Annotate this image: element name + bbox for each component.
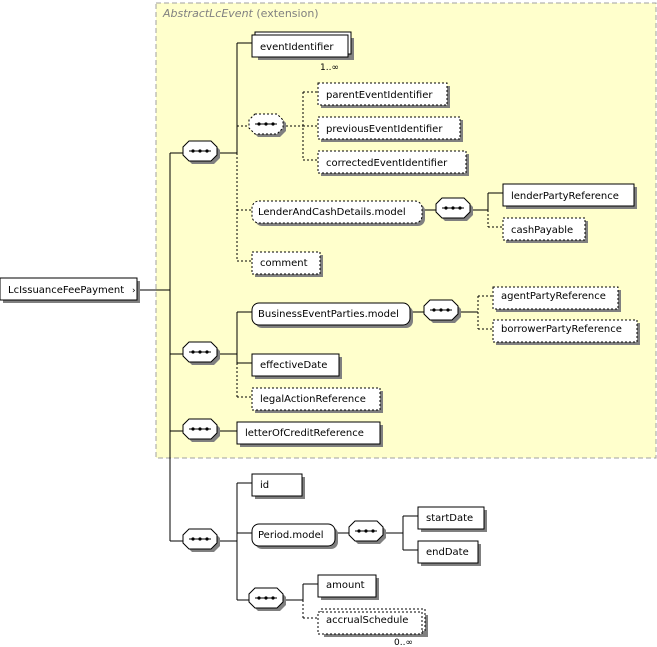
sequence-compositor-2[interactable]	[182, 341, 220, 365]
lender-cash-sequence-compositor[interactable]	[435, 197, 473, 221]
cash-payable-element[interactable]: cashPayable	[502, 217, 588, 243]
period-sequence-compositor[interactable]	[348, 520, 386, 544]
start-date-label: startDate	[426, 513, 473, 524]
letter-of-credit-reference-element[interactable]: letterOfCreditReference	[236, 421, 383, 447]
root-label: LcIssuanceFeePayment	[8, 285, 124, 296]
business-event-parties-model-label: BusinessEventParties.model	[258, 309, 399, 320]
business-parties-sequence-compositor[interactable]	[423, 299, 461, 323]
previous-event-identifier-label: previousEventIdentifier	[326, 124, 443, 135]
sequence-compositor[interactable]	[182, 140, 220, 164]
lender-cash-details-model-group[interactable]: LenderAndCashDetails.model	[251, 200, 425, 226]
legal-action-reference-label: legalActionReference	[260, 394, 366, 405]
comment-label: comment	[260, 258, 308, 269]
extension-title: AbstractLcEvent (extension)	[162, 7, 319, 20]
extension-suffix: (extension)	[253, 7, 319, 20]
period-model-label: Period.model	[258, 530, 324, 541]
event-identifier-cardinality: 1..∞	[320, 63, 339, 73]
borrower-party-reference-label: borrowerPartyReference	[501, 324, 622, 335]
previous-event-identifier-element[interactable]: previousEventIdentifier	[317, 116, 463, 142]
root-element-lc-issuance-fee-payment[interactable]: LcIssuanceFeePayment ›	[0, 277, 140, 303]
lender-cash-model-label: LenderAndCashDetails.model	[258, 207, 406, 218]
end-date-element[interactable]: endDate	[417, 540, 481, 566]
optional-sequence-compositor[interactable]	[248, 113, 286, 137]
accrual-schedule-cardinality: 0..∞	[394, 638, 413, 647]
parent-event-identifier-label: parentEventIdentifier	[326, 90, 433, 101]
effective-date-element[interactable]: effectiveDate	[251, 353, 342, 379]
comment-element[interactable]: comment	[251, 251, 323, 277]
parent-event-identifier-element[interactable]: parentEventIdentifier	[317, 82, 450, 108]
start-date-element[interactable]: startDate	[417, 506, 487, 532]
business-event-parties-model-group[interactable]: BusinessEventParties.model	[251, 302, 413, 328]
svg-text:›: ›	[132, 286, 136, 296]
amount-sequence-compositor[interactable]	[248, 587, 286, 611]
agent-party-reference-label: agentPartyReference	[501, 291, 606, 302]
end-date-label: endDate	[426, 547, 469, 558]
lender-party-reference-label: lenderPartyReference	[511, 191, 619, 202]
event-identifier-label: eventIdentifier	[260, 42, 334, 53]
legal-action-reference-element[interactable]: legalActionReference	[251, 387, 383, 413]
event-identifier-element[interactable]: eventIdentifier	[251, 31, 354, 60]
accrual-schedule-label: accrualSchedule	[326, 615, 408, 626]
cash-payable-label: cashPayable	[511, 225, 573, 236]
extension-name: AbstractLcEvent	[162, 7, 254, 20]
sequence-compositor-4[interactable]	[182, 528, 220, 552]
amount-element[interactable]: amount	[317, 574, 379, 600]
letter-of-credit-reference-label: letterOfCreditReference	[245, 428, 364, 439]
corrected-event-identifier-element[interactable]: correctedEventIdentifier	[317, 150, 469, 176]
period-model-group[interactable]: Period.model	[251, 523, 338, 549]
amount-label: amount	[326, 580, 365, 591]
id-label: id	[260, 480, 269, 491]
agent-party-reference-element[interactable]: agentPartyReference	[492, 286, 621, 312]
effective-date-label: effectiveDate	[260, 360, 327, 371]
sequence-compositor-3[interactable]	[182, 418, 220, 442]
id-element[interactable]: id	[251, 473, 305, 499]
lender-party-reference-element[interactable]: lenderPartyReference	[502, 183, 637, 209]
corrected-event-identifier-label: correctedEventIdentifier	[326, 158, 448, 169]
accrual-schedule-element[interactable]: accrualSchedule	[317, 608, 428, 637]
borrower-party-reference-element[interactable]: borrowerPartyReference	[492, 319, 640, 345]
